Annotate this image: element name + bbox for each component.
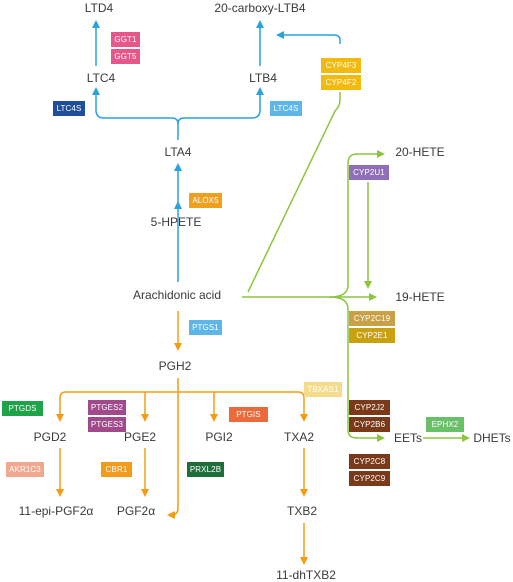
node-arachidonic-acid: Arachidonic acid [132,288,222,302]
node-20-carboxy-ltb4: 20-carboxy-LTB4 [214,1,306,15]
node-19-hete: 19-HETE [395,290,445,304]
node-eets: EETs [393,431,423,445]
enzyme-badge-cyp2c19: CYP2C19 [349,311,395,326]
node-pgi2: PGI2 [205,430,233,444]
node-5-hpete: 5-HPETE [150,215,202,229]
enzyme-badge-cyp2u1: CYP2U1 [349,165,389,180]
node-ltd4: LTD4 [84,1,114,15]
node-11-dhtxb2: 11-dhTXB2 [276,568,336,582]
enzyme-badge-cyp2j2: CYP2J2 [349,400,390,415]
node-pgh2: PGH2 [158,359,192,373]
enzyme-badge-ggt1: GGT1 [111,32,140,47]
enzyme-badge-ptgis: PTGIS [229,407,268,422]
enzyme-badge-tbxas1: TBXAS1 [304,382,342,397]
enzyme-badge-cbr1: CBR1 [101,462,132,477]
enzyme-badge-ptgs1: PTGS1 [189,320,222,335]
arrow-ltb4-to-cyp4f [247,92,341,293]
enzyme-badge-ptgds: PTGDS [2,401,43,416]
node-11-epi-pgf2a: 11-epi-PGF2α [18,504,94,518]
enzyme-badge-ptges3: PTGES3 [88,417,126,432]
enzyme-badge-cyp2e1: CYP2E1 [349,328,395,343]
arrow-to-pgf2a-direct [167,392,179,519]
enzyme-badge-alox5: ALOX5 [189,193,222,208]
enzyme-badge-ltc4s-left: LTC4S [53,101,85,116]
enzyme-badge-cyp2c9: CYP2C9 [349,471,390,486]
node-pgf2a: PGF2α [116,504,156,518]
enzyme-badge-ephx2: EPHX2 [426,417,464,432]
enzyme-badge-ptges2: PTGES2 [88,400,126,415]
arrow-lta4-to-ltb4 [177,87,264,125]
enzyme-badge-akr1c3: AKR1C3 [6,462,44,477]
node-lta4: LTA4 [164,145,192,159]
enzyme-badge-cyp2c8: CYP2C8 [349,454,390,469]
node-pgd2: PGD2 [33,430,67,444]
node-ltc4: LTC4 [86,71,116,85]
arrow-arachidonic-to-20hete [329,150,385,298]
enzyme-badge-ggt5: GGT5 [111,49,140,64]
arrow-lta4-to-ltc4 [92,87,179,140]
node-ltb4: LTB4 [249,71,277,85]
arrow-cyp4f-to-carboxy [276,31,341,44]
enzyme-badge-ltc4s-right: LTC4S [270,101,302,116]
node-20-hete: 20-HETE [395,145,445,159]
enzyme-badge-cyp4f3: CYP4F3 [321,58,361,73]
enzyme-badge-cyp2b6: CYP2B6 [349,417,390,432]
enzyme-badge-cyp4f2: CYP4F2 [321,75,361,90]
arrow-pgh2-bar [59,391,305,399]
arrow-arachidonic-to-eets [329,296,385,442]
node-txa2: TXA2 [283,430,315,444]
node-txb2: TXB2 [286,504,318,518]
node-pge2: PGE2 [123,430,157,444]
node-dhets: DHETs [473,431,511,445]
enzyme-badge-prxl2b: PRXL2B [187,462,224,477]
